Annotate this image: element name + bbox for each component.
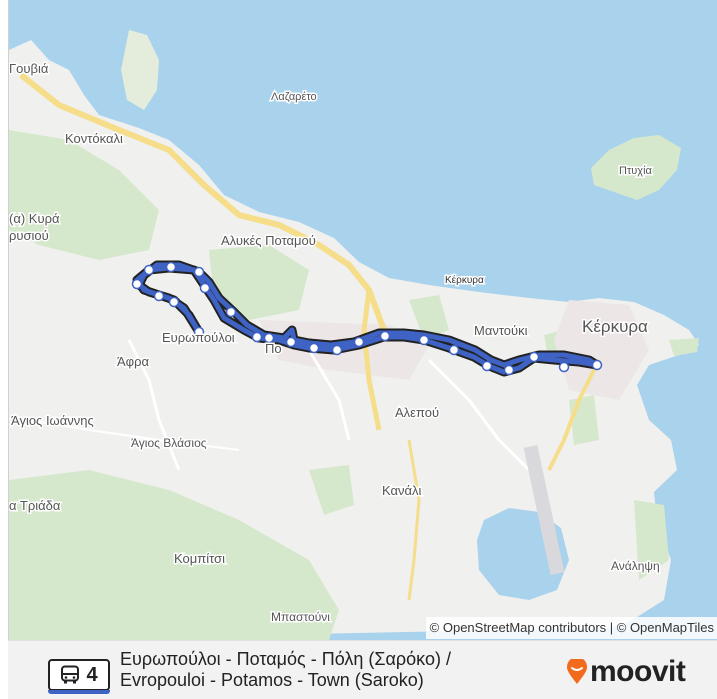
bus-stop[interactable] (308, 342, 320, 354)
bus-stop[interactable] (165, 261, 177, 273)
bus-stop[interactable] (193, 266, 205, 278)
bus-icon (61, 665, 80, 684)
label-alepou: Αλεπού (395, 405, 439, 420)
bus-stop[interactable] (143, 264, 155, 276)
bus-stop[interactable] (481, 360, 493, 372)
vegetation (9, 130, 699, 640)
label-agios-vlasios: Άγιος Βλάσιος (131, 436, 207, 450)
label-kontokali: Κοντόκαλι (65, 131, 123, 146)
label-kerkyra: Κέρκυρα (582, 317, 648, 336)
label-afra: Άφρα (117, 354, 150, 369)
bus-stop[interactable] (379, 330, 391, 342)
bus-stop[interactable] (168, 296, 180, 308)
place-labels: Γουβιά Λαζαρέτο Κοντόκαλι Πτυχία (α) Κυρ… (9, 60, 661, 626)
label-alykes: Αλυκές Ποταμού (221, 233, 316, 248)
brand-name: moovit (590, 655, 686, 688)
bus-stop[interactable] (558, 361, 570, 373)
moovit-logo: moovit (566, 655, 686, 689)
label-rousiou: ρυσιού (9, 228, 49, 243)
route-stops (131, 261, 603, 376)
label-lazareto: Λαζαρέτο (271, 91, 317, 103)
label-gouvia: Γουβιά (9, 61, 49, 76)
bus-stop[interactable] (591, 359, 603, 371)
label-analipsi: Ανάληψη (611, 559, 660, 573)
map-canvas[interactable]: Γουβιά Λαζαρέτο Κοντόκαλι Πτυχία (α) Κυρ… (8, 0, 717, 640)
route-name: Ευρωπούλοι - Ποταμός - Πόλη (Σαρόκο) / E… (120, 649, 451, 691)
label-agios-ioannis: Άγιος Ιωάννης (11, 413, 94, 428)
label-kerkyra-small: Κέρκυρα (445, 274, 484, 286)
route-footer: 4 Ευρωπούλοι - Ποταμός - Πόλη (Σαρόκο) /… (8, 640, 717, 699)
bus-stop[interactable] (353, 336, 365, 348)
bus-stop[interactable] (503, 364, 515, 376)
route-number: 4 (86, 663, 98, 686)
label-potamos: Πο (265, 341, 282, 356)
north-peninsula (121, 30, 159, 110)
roads (19, 72, 601, 601)
bus-stop[interactable] (251, 331, 263, 343)
bus-stop[interactable] (263, 332, 275, 344)
label-ptychia: Πτυχία (619, 165, 653, 177)
label-kyra: (α) Κυρά (9, 211, 60, 226)
label-kanali: Κανάλι (382, 483, 422, 498)
bus-stop[interactable] (199, 282, 211, 294)
ptychia-island (591, 135, 681, 200)
map-attribution[interactable]: © OpenStreetMap contributors | © OpenMap… (425, 617, 717, 639)
route-badge: 4 (48, 659, 110, 694)
label-mantouki: Μαντούκι (474, 323, 528, 338)
label-komvitsi: Κομπίτσι (174, 551, 225, 566)
bus-stop[interactable] (193, 326, 205, 338)
label-mpastouni: Μπαστούνι (271, 610, 330, 624)
bus-stop[interactable] (448, 344, 460, 356)
bus-stop[interactable] (285, 336, 297, 348)
bus-stop[interactable] (153, 290, 165, 302)
location-pin-icon (567, 659, 587, 684)
bus-stop[interactable] (331, 344, 343, 356)
route-name-latin: Evropouloi - Potamos - Town (Saroko) (120, 670, 424, 690)
bus-stop[interactable] (131, 278, 143, 290)
airport-runway (523, 444, 565, 576)
route-color-bar (48, 690, 110, 694)
bus-stop[interactable] (528, 351, 540, 363)
label-triada: α Τριάδα (9, 498, 61, 513)
label-evropouloi: Ευρωπούλοι (162, 330, 235, 345)
bus-stop[interactable] (418, 334, 430, 346)
route-name-greek: Ευρωπούλοι - Ποταμός - Πόλη (Σαρόκο) / (120, 649, 451, 669)
bus-stop[interactable] (225, 306, 237, 318)
